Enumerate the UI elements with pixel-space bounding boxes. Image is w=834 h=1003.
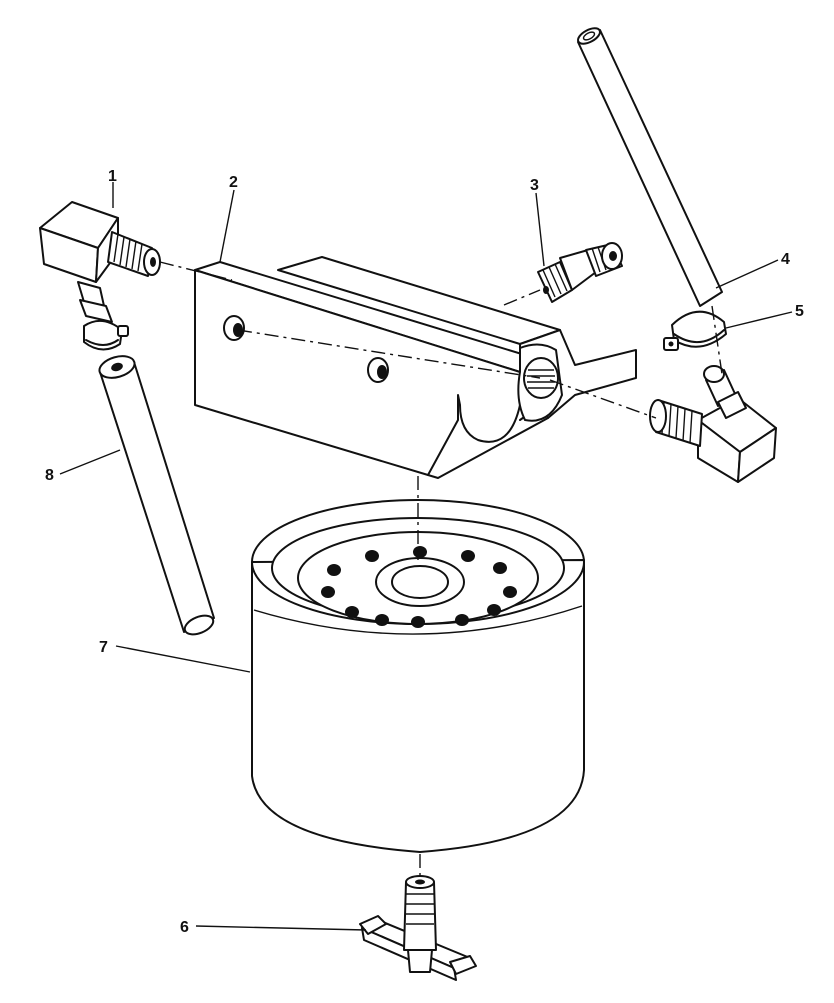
hose-clamp-left [83,319,129,351]
callout-6: 6 [180,919,189,936]
drain-valve [359,875,477,981]
callout-5: 5 [795,303,804,320]
callout-7: 7 [99,639,108,656]
adapter-fitting [537,242,623,303]
callout-8: 8 [45,467,54,484]
callout-labels: 1 2 3 4 5 6 7 8 [45,168,804,936]
elbow-fitting-left [39,201,161,323]
oil-filter [251,499,585,853]
leader-lines [59,182,793,931]
elbow-fitting-right [649,365,777,483]
callout-4: 4 [781,251,790,268]
callout-2: 2 [229,174,238,191]
filter-mounting-bracket [194,256,637,479]
hose-left [98,355,215,636]
hose-right [577,27,723,307]
filter-inlet-holes [321,546,517,628]
callout-3: 3 [530,177,539,194]
callout-1: 1 [108,168,117,185]
hose-clamp [663,310,727,351]
assembly-lines [159,261,723,880]
